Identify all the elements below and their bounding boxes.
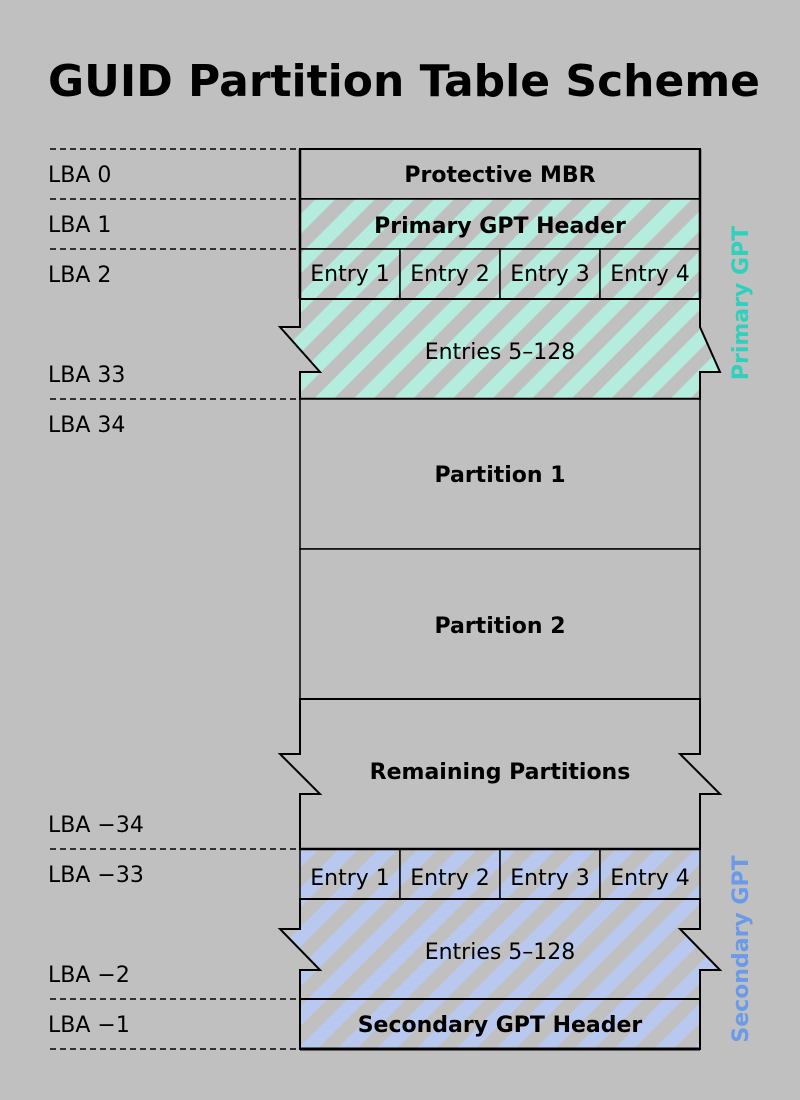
lba-label-34: LBA 34 [48,413,125,438]
primary-remaining-entries-label: Entries 5–128 [425,340,576,365]
primary-gpt-side-label: Primary GPT [729,226,754,380]
partition-1-block [299,398,701,550]
secondary-entry-label: Entry 3 [510,866,590,891]
secondary-entry-cell [299,848,401,900]
secondary-gpt-side-label: Secondary GPT [729,855,754,1042]
primary-entry-label: Entry 1 [310,262,390,287]
secondary-entry-cell [599,848,701,900]
protective-mbr-label: Protective MBR [404,163,595,188]
secondary-entries-row: Entry 1 Entry 2 Entry 3 Entry 4 [299,848,701,900]
primary-gpt-header-block [299,198,701,250]
diagram-title: GUID Partition Table Scheme [48,56,761,107]
secondary-gpt-header-block [299,998,701,1050]
primary-gpt-header-label: Primary GPT Header [374,214,626,239]
partition-1-label: Partition 1 [434,463,565,488]
remaining-partitions-label: Remaining Partitions [370,760,631,785]
primary-entry-cell [499,248,601,300]
lba-label-1: LBA 1 [48,213,111,238]
lba-label-0: LBA 0 [48,163,111,188]
lba-label-minus-1: LBA −1 [48,1013,130,1038]
secondary-entry-label: Entry 1 [310,866,390,891]
primary-entries-row: Entry 1 Entry 2 Entry 3 Entry 4 [299,248,701,300]
primary-entry-label: Entry 3 [510,262,590,287]
lba-label-2: LBA 2 [48,263,111,288]
partition-2-block [299,548,701,700]
lba-label-minus-2: LBA −2 [48,963,130,988]
lba-label-33: LBA 33 [48,363,125,388]
lba-label-minus-34: LBA −34 [48,813,144,838]
primary-entry-label: Entry 4 [610,262,690,287]
primary-entry-cell [299,248,401,300]
secondary-entry-cell [399,848,501,900]
partition-2-label: Partition 2 [434,614,565,639]
secondary-entry-label: Entry 4 [610,866,690,891]
primary-entry-label: Entry 2 [410,262,490,287]
secondary-gpt-header-label: Secondary GPT Header [358,1013,643,1038]
secondary-remaining-entries-label: Entries 5–128 [425,940,576,965]
lba-label-minus-33: LBA −33 [48,863,144,888]
secondary-entry-label: Entry 2 [410,866,490,891]
